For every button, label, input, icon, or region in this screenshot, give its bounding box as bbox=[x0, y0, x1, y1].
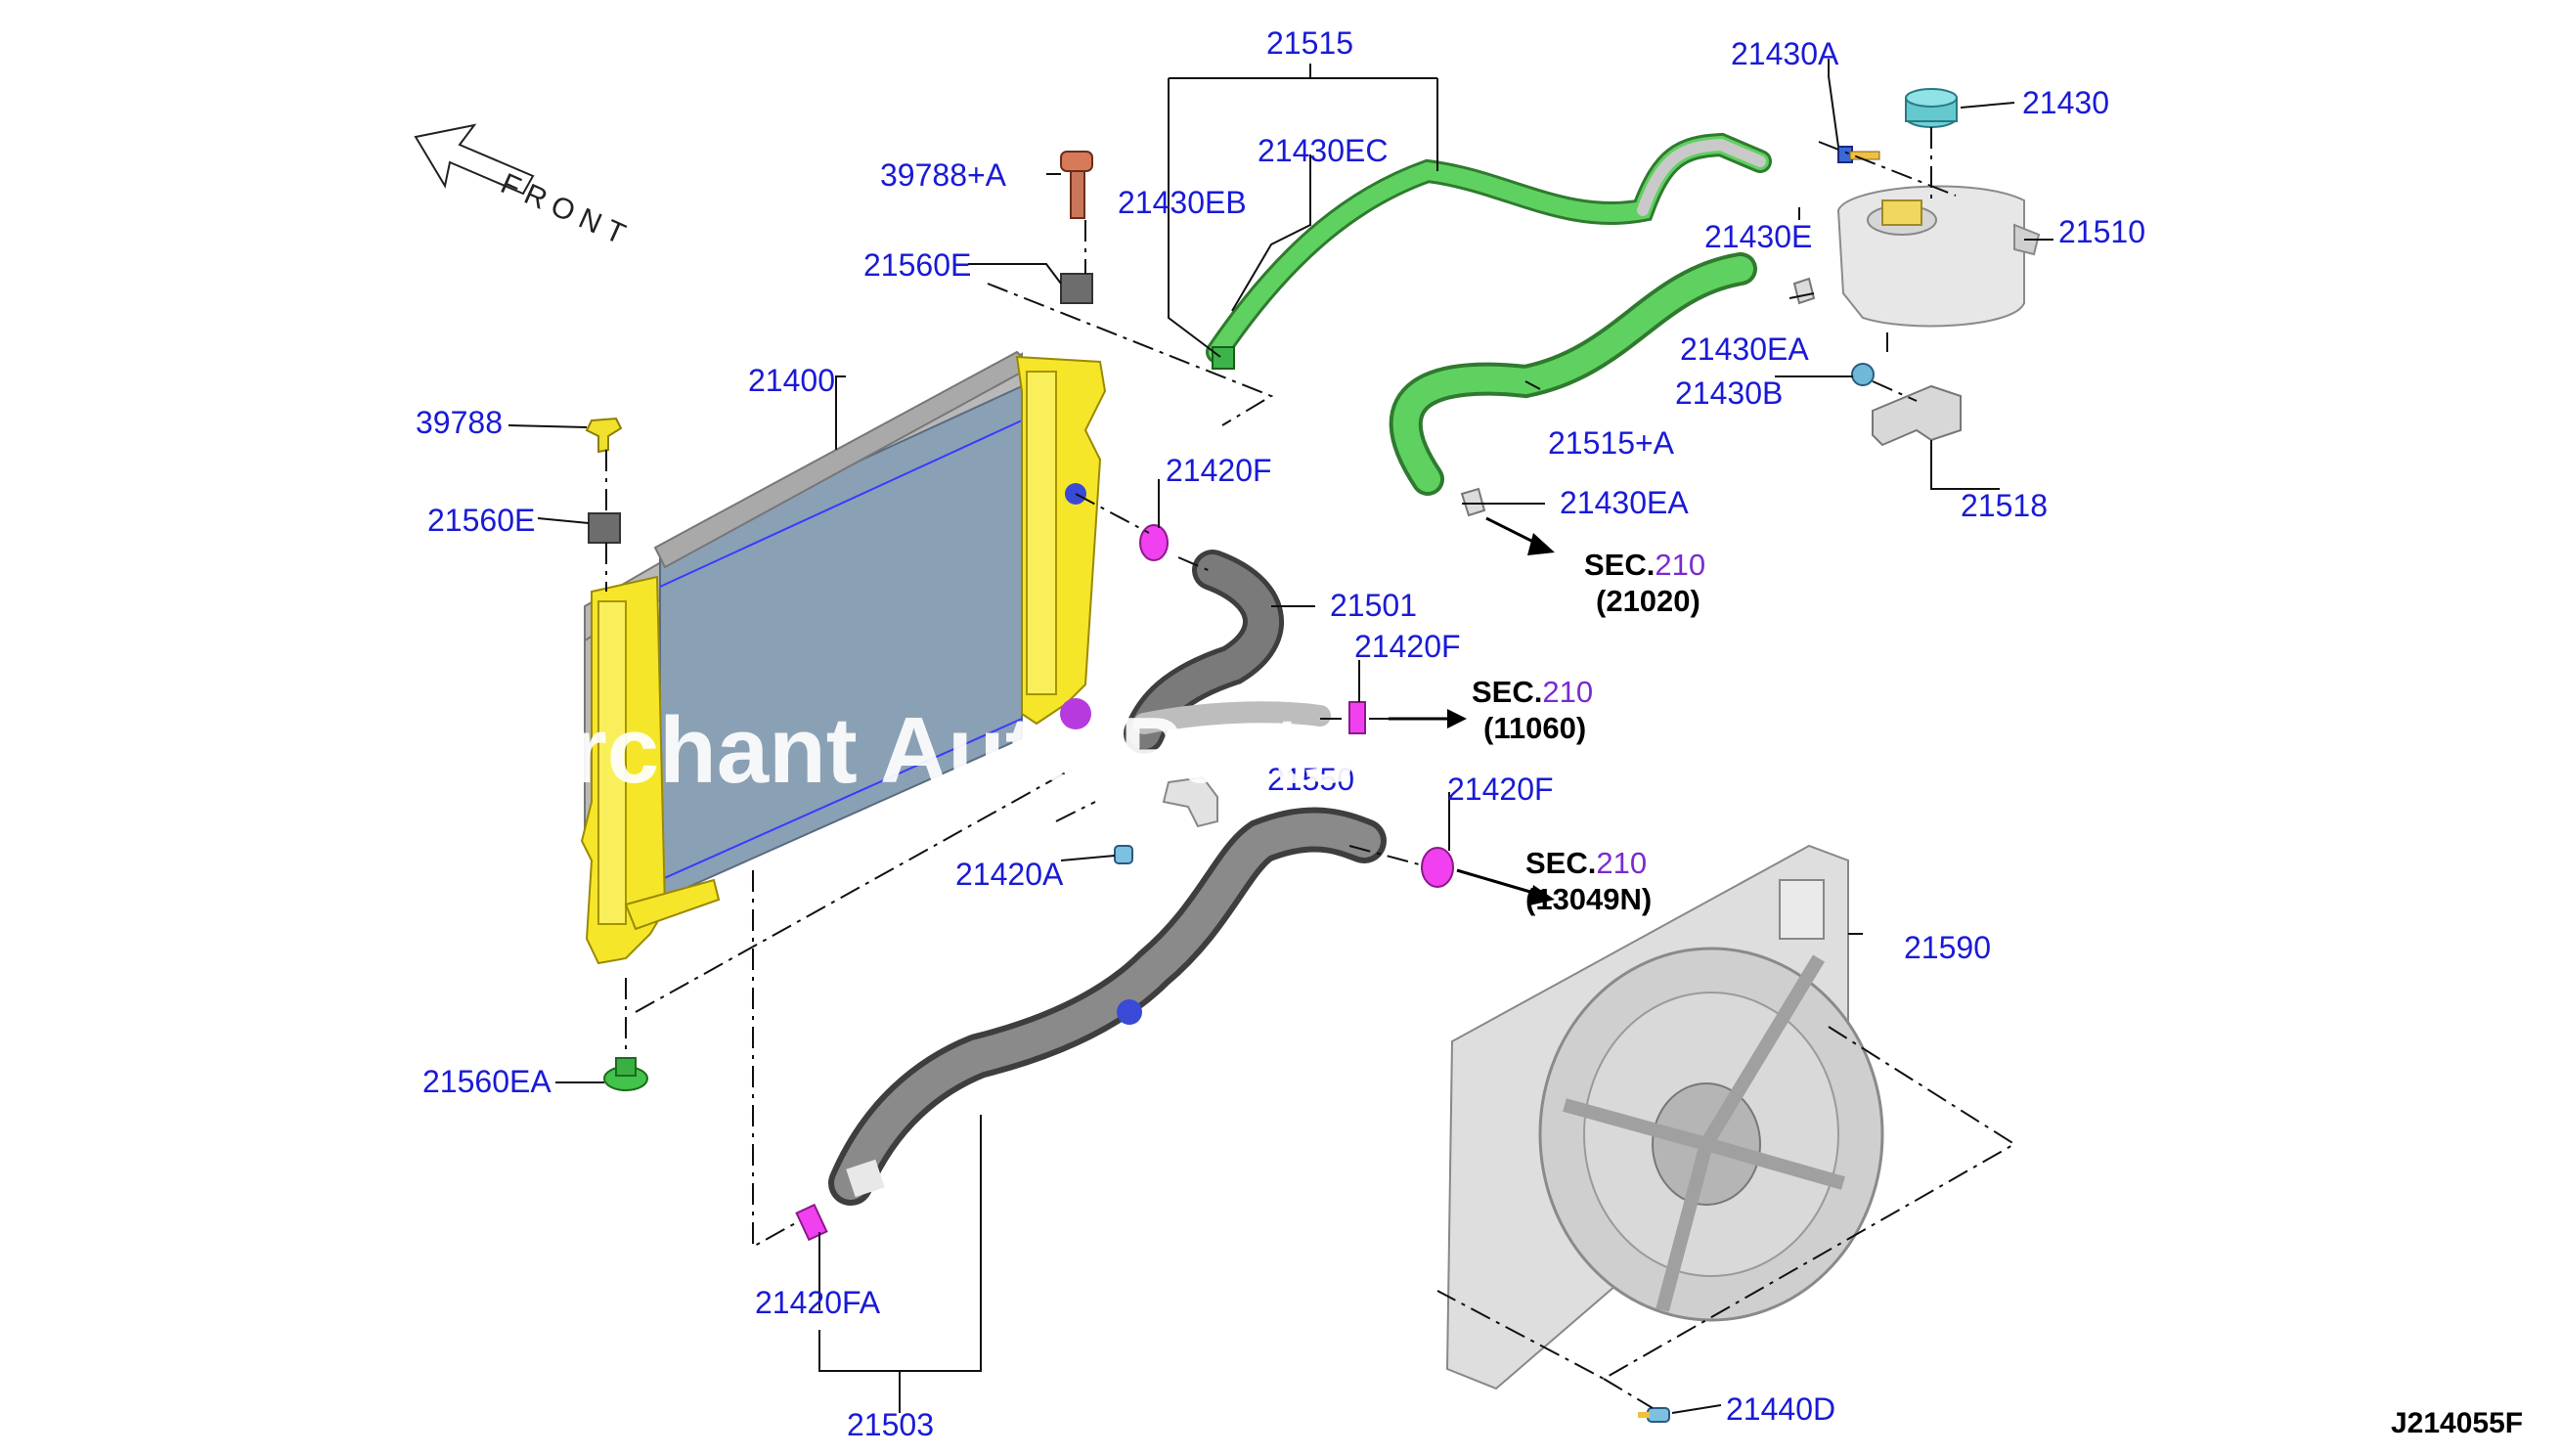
section-arrows bbox=[1389, 516, 1555, 905]
label-21420f-3: 21420F bbox=[1447, 772, 1554, 807]
sec-num: 210 bbox=[1542, 675, 1593, 709]
clamp-21420f-1-icon bbox=[1139, 524, 1169, 561]
front-arrow-icon bbox=[414, 123, 535, 196]
label-21440d: 21440D bbox=[1726, 1391, 1835, 1427]
label-21430b: 21430B bbox=[1675, 375, 1783, 411]
label-21420fa: 21420FA bbox=[755, 1285, 881, 1320]
watermark: Merchant Auto Parts bbox=[440, 698, 1354, 803]
label-21430ec: 21430EC bbox=[1258, 133, 1388, 168]
svg-text:SEC.210: SEC.210 bbox=[1584, 548, 1705, 582]
sec-num: 210 bbox=[1655, 548, 1705, 582]
sec-num: 210 bbox=[1596, 846, 1647, 880]
label-21400: 21400 bbox=[748, 363, 835, 398]
label-21560e-mid: 21560E bbox=[427, 503, 535, 538]
clamp-21420f-2-icon bbox=[1348, 701, 1366, 734]
clip-39788-icon bbox=[585, 417, 623, 454]
sec-prefix: SEC. bbox=[1472, 675, 1542, 709]
label-21420f-1: 21420F bbox=[1166, 453, 1272, 488]
clip-21420a-icon bbox=[1114, 845, 1133, 864]
label-21515: 21515 bbox=[1266, 25, 1353, 61]
label-21560ea: 21560EA bbox=[422, 1064, 552, 1099]
svg-text:SEC.210: SEC.210 bbox=[1472, 675, 1593, 709]
lower-hose-21503 bbox=[828, 807, 1387, 1206]
bolt-21440d-icon bbox=[1638, 1407, 1670, 1423]
sec-sub: (11060) bbox=[1483, 711, 1586, 745]
label-21518: 21518 bbox=[1961, 488, 2048, 523]
label-21430: 21430 bbox=[2022, 85, 2109, 120]
label-39788: 39788 bbox=[416, 405, 503, 440]
hose-21550 bbox=[1162, 775, 1218, 828]
sec-prefix: SEC. bbox=[1584, 548, 1655, 582]
clip-21430ea-top-icon bbox=[1792, 277, 1816, 305]
radiator bbox=[580, 350, 1107, 965]
front-label: FRONT bbox=[496, 167, 637, 253]
label-21420a: 21420A bbox=[955, 857, 1064, 892]
label-21430ea-top: 21430EA bbox=[1680, 331, 1809, 367]
sec-prefix: SEC. bbox=[1525, 846, 1596, 880]
label-21430ea-bot: 21430EA bbox=[1560, 485, 1689, 520]
label-21590: 21590 bbox=[1904, 930, 1991, 965]
label-21515a: 21515+A bbox=[1548, 425, 1675, 461]
leader-lines bbox=[508, 59, 2053, 1414]
clamp-21420f-3-icon bbox=[1421, 847, 1454, 888]
nut-21430b-icon bbox=[1851, 363, 1875, 386]
upper-hose-21501 bbox=[1124, 550, 1331, 754]
clip-21430eb-icon bbox=[1212, 346, 1235, 370]
label-21430e: 21430E bbox=[1704, 219, 1812, 254]
label-21430eb: 21430EB bbox=[1118, 185, 1247, 220]
sec-sub: (13049N) bbox=[1525, 882, 1652, 916]
label-21510: 21510 bbox=[2058, 214, 2145, 249]
section-ref-13049n: SEC.210 (13049N) bbox=[1525, 846, 1652, 916]
svg-text:SEC.210: SEC.210 bbox=[1525, 846, 1647, 880]
hose-21515 bbox=[1206, 132, 1772, 364]
label-21560e-top: 21560E bbox=[863, 247, 971, 283]
reservoir-tank-21510 bbox=[1836, 185, 2041, 328]
bolt-21430a-icon bbox=[1837, 146, 1880, 163]
bolt-39788a-icon bbox=[1060, 151, 1093, 219]
label-21420f-2: 21420F bbox=[1354, 629, 1461, 664]
label-39788a: 39788+A bbox=[880, 157, 1007, 193]
diagram-code: J214055F bbox=[2391, 1407, 2523, 1439]
clamp-21420fa-icon bbox=[795, 1203, 828, 1242]
label-21430a: 21430A bbox=[1731, 36, 1839, 71]
label-21550: 21550 bbox=[1267, 762, 1354, 797]
bracket-21518-icon bbox=[1872, 384, 1962, 447]
section-ref-11060: SEC.210 (11060) bbox=[1472, 675, 1593, 745]
sec-sub: (21020) bbox=[1596, 584, 1700, 618]
section-ref-21020: SEC.210 (21020) bbox=[1584, 548, 1705, 618]
bracket-21560e-top-icon bbox=[1060, 273, 1093, 304]
clip-21430ea-bot-icon bbox=[1460, 487, 1486, 517]
guide-lines bbox=[605, 127, 2016, 1409]
label-21503: 21503 bbox=[847, 1407, 934, 1442]
grommet-21560ea-icon bbox=[603, 1057, 648, 1091]
label-21501: 21501 bbox=[1330, 588, 1417, 623]
reservoir-cap-21430-icon bbox=[1905, 88, 1958, 128]
bracket-21560e-mid-icon bbox=[588, 512, 621, 544]
fan-shroud-21590 bbox=[1445, 844, 1884, 1390]
